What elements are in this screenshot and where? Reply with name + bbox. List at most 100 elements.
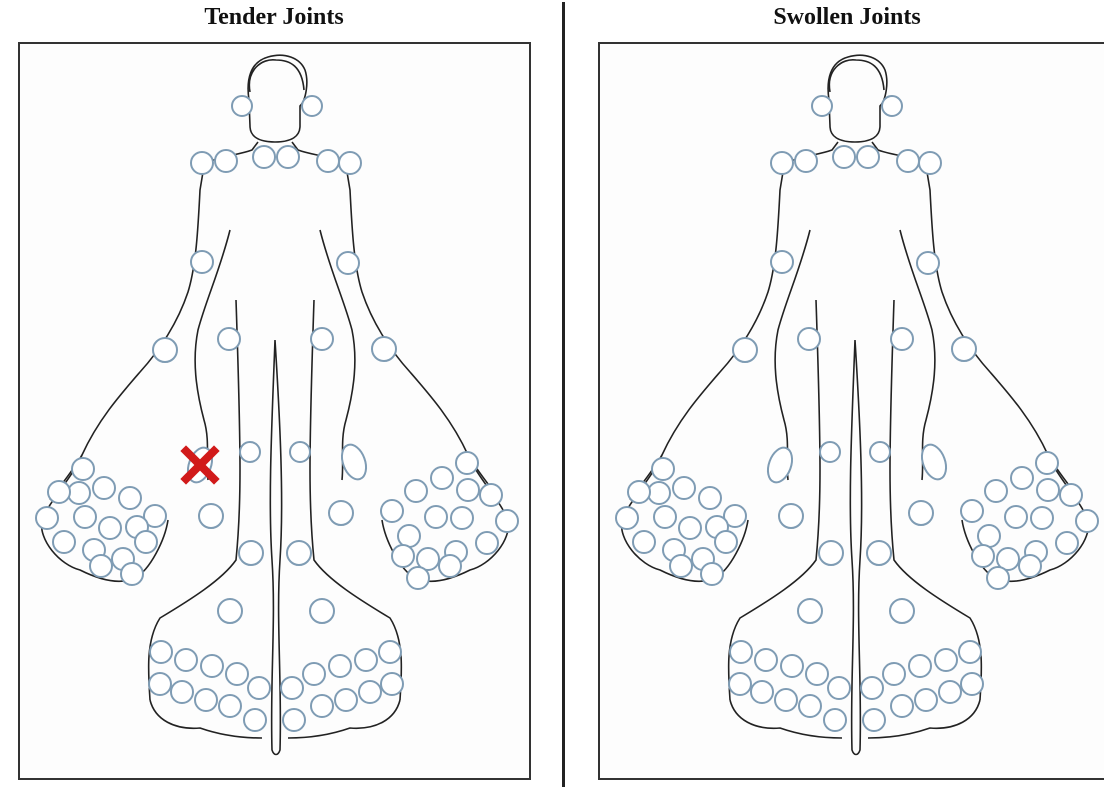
- joint-lf-9[interactable]: [828, 677, 850, 699]
- joint-rf-7[interactable]: [915, 689, 937, 711]
- joint-lh-2[interactable]: [1011, 467, 1033, 489]
- joint-rh-7[interactable]: [616, 507, 638, 529]
- joint-right-acromioclavicular[interactable]: [795, 150, 817, 172]
- joint-jaw-right[interactable]: [232, 96, 252, 116]
- joint-rh-11[interactable]: [633, 531, 655, 553]
- joint-left-arm[interactable]: [372, 337, 396, 361]
- joint-lf-9[interactable]: [248, 677, 270, 699]
- joint-rf-1[interactable]: [379, 641, 401, 663]
- joint-rh-9[interactable]: [99, 517, 121, 539]
- joint-right-ankle[interactable]: [218, 599, 242, 623]
- joint-rf-2[interactable]: [355, 649, 377, 671]
- joint-lh-16[interactable]: [987, 567, 1009, 589]
- joint-rf-9[interactable]: [861, 677, 883, 699]
- joint-left-arm[interactable]: [952, 337, 976, 361]
- joint-lh-11[interactable]: [476, 532, 498, 554]
- joint-rh-17[interactable]: [199, 504, 223, 528]
- joint-left-elbow[interactable]: [917, 252, 939, 274]
- joint-right-acromioclavicular[interactable]: [215, 150, 237, 172]
- joint-rh-11[interactable]: [53, 531, 75, 553]
- joint-right-sternoclavicular[interactable]: [833, 146, 855, 168]
- joint-rf-5[interactable]: [961, 673, 983, 695]
- joint-left-sternoclavicular[interactable]: [857, 146, 879, 168]
- joint-left-hip[interactable]: [870, 442, 890, 462]
- joint-lh-15[interactable]: [439, 555, 461, 577]
- joint-right-shoulder[interactable]: [771, 152, 793, 174]
- joint-lf-6[interactable]: [171, 681, 193, 703]
- joint-rh-8[interactable]: [74, 506, 96, 528]
- joint-rh-6[interactable]: [628, 481, 650, 503]
- joint-rf-7[interactable]: [335, 689, 357, 711]
- joint-lf-3[interactable]: [781, 655, 803, 677]
- joint-rh-16[interactable]: [701, 563, 723, 585]
- joint-rh-4[interactable]: [699, 487, 721, 509]
- joint-rh-14[interactable]: [135, 531, 157, 553]
- joint-lf-5[interactable]: [729, 673, 751, 695]
- joint-lh-6[interactable]: [480, 484, 502, 506]
- joint-rh-8[interactable]: [654, 506, 676, 528]
- joint-lh-17[interactable]: [909, 501, 933, 525]
- joint-rh-1[interactable]: [72, 458, 94, 480]
- joint-lf-1[interactable]: [150, 641, 172, 663]
- joint-right-hip[interactable]: [240, 442, 260, 462]
- joint-lf-10[interactable]: [244, 709, 266, 731]
- joint-right-wrist[interactable]: [764, 444, 797, 485]
- joint-lh-1[interactable]: [456, 452, 478, 474]
- joint-left-upper-elbow[interactable]: [311, 328, 333, 350]
- joint-rh-3[interactable]: [93, 477, 115, 499]
- joint-rh-15[interactable]: [670, 555, 692, 577]
- joint-rh-16[interactable]: [121, 563, 143, 585]
- joint-rf-2[interactable]: [935, 649, 957, 671]
- joint-right-shoulder[interactable]: [191, 152, 213, 174]
- joint-right-arm[interactable]: [733, 338, 757, 362]
- joint-lh-10[interactable]: [398, 525, 420, 547]
- joint-lh-4[interactable]: [381, 500, 403, 522]
- joint-left-hip[interactable]: [290, 442, 310, 462]
- joint-rf-5[interactable]: [381, 673, 403, 695]
- joint-left-acromioclavicular[interactable]: [897, 150, 919, 172]
- joint-rh-15[interactable]: [90, 555, 112, 577]
- joint-lh-11[interactable]: [1056, 532, 1078, 554]
- joint-lh-5[interactable]: [457, 479, 479, 501]
- joint-rh-9[interactable]: [679, 517, 701, 539]
- joint-lh-9[interactable]: [1005, 506, 1027, 528]
- joint-lh-5[interactable]: [1037, 479, 1059, 501]
- joint-right-upper-elbow[interactable]: [218, 328, 240, 350]
- joint-left-sternoclavicular[interactable]: [277, 146, 299, 168]
- joint-lh-8[interactable]: [451, 507, 473, 529]
- joint-lf-10[interactable]: [824, 709, 846, 731]
- joint-lf-6[interactable]: [751, 681, 773, 703]
- joint-lh-8[interactable]: [1031, 507, 1053, 529]
- joint-rh-3[interactable]: [673, 477, 695, 499]
- joint-lh-14[interactable]: [392, 545, 414, 567]
- joint-lf-8[interactable]: [799, 695, 821, 717]
- joint-lf-2[interactable]: [755, 649, 777, 671]
- joint-rh-14[interactable]: [715, 531, 737, 553]
- joint-lh-3[interactable]: [405, 480, 427, 502]
- joint-left-elbow[interactable]: [337, 252, 359, 274]
- joint-right-arm[interactable]: [153, 338, 177, 362]
- joint-rf-3[interactable]: [329, 655, 351, 677]
- joint-lh-17[interactable]: [329, 501, 353, 525]
- joint-rh-1[interactable]: [652, 458, 674, 480]
- joint-rh-2[interactable]: [648, 482, 670, 504]
- joint-left-knee[interactable]: [867, 541, 891, 565]
- joint-lf-8[interactable]: [219, 695, 241, 717]
- joint-left-upper-elbow[interactable]: [891, 328, 913, 350]
- joint-lh-7[interactable]: [1076, 510, 1098, 532]
- joint-jaw-left[interactable]: [882, 96, 902, 116]
- joint-lf-7[interactable]: [195, 689, 217, 711]
- joint-right-ankle[interactable]: [798, 599, 822, 623]
- joint-jaw-right[interactable]: [812, 96, 832, 116]
- joint-lh-2[interactable]: [431, 467, 453, 489]
- joint-right-knee[interactable]: [239, 541, 263, 565]
- joint-lh-7[interactable]: [496, 510, 518, 532]
- joint-rf-8[interactable]: [311, 695, 333, 717]
- joint-rh-2[interactable]: [68, 482, 90, 504]
- joint-lh-1[interactable]: [1036, 452, 1058, 474]
- joint-left-knee[interactable]: [287, 541, 311, 565]
- joint-right-elbow[interactable]: [771, 251, 793, 273]
- joint-left-acromioclavicular[interactable]: [317, 150, 339, 172]
- joint-lf-4[interactable]: [226, 663, 248, 685]
- joint-right-sternoclavicular[interactable]: [253, 146, 275, 168]
